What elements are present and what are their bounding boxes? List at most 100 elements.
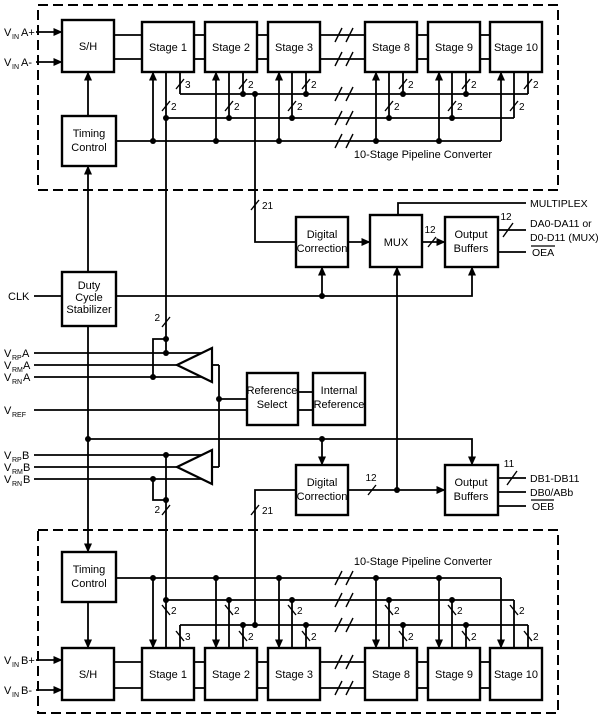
stage-b-3: Stage 3: [275, 669, 313, 681]
sample-hold-b-block: [60, 646, 116, 702]
svg-text:2: 2: [457, 606, 463, 617]
timing-control-b-line1: Timing: [73, 564, 106, 576]
digital-section-wiring: [88, 202, 526, 625]
stage-b-2: Stage 2: [212, 669, 250, 681]
mux-block: [368, 213, 424, 269]
svg-text:V: V: [4, 57, 12, 69]
data-a-label-line2: D0-D11 (MUX): [530, 232, 599, 244]
dcs-line1: Duty: [78, 280, 101, 292]
svg-text:2: 2: [248, 80, 254, 91]
output-buffers-b-line2: Buffers: [454, 491, 489, 503]
clk-label: CLK: [8, 291, 30, 303]
svg-text:V: V: [4, 474, 12, 486]
svg-text:2: 2: [248, 632, 254, 643]
svg-text:V: V: [4, 372, 12, 384]
svg-text:A-: A-: [21, 57, 32, 69]
reference-select-line1: Reference: [247, 385, 298, 397]
svg-text:IN: IN: [12, 662, 19, 669]
svg-text:11: 11: [504, 459, 515, 470]
output-buffers-a-line2: Buffers: [454, 243, 489, 255]
internal-reference-line1: Internal: [321, 385, 358, 397]
svg-text:2: 2: [311, 632, 317, 643]
svg-text:A: A: [23, 372, 31, 384]
svg-text:2: 2: [171, 102, 177, 113]
svg-text:12: 12: [365, 473, 377, 484]
svg-text:REF: REF: [12, 412, 26, 419]
pipeline-b-wiring: [36, 577, 529, 694]
bus-width-markers: 3 2 2 2 2 2 2 2 2 2 2 2 21 2 2 21 12 12 …: [154, 78, 539, 643]
data-a-label-line1: DA0-DA11 or: [530, 218, 592, 230]
timing-control-a-block: [60, 114, 118, 168]
reference-buffer-a-icon: [174, 346, 214, 384]
svg-text:V: V: [4, 27, 12, 39]
svg-text:B: B: [23, 474, 30, 486]
svg-text:2: 2: [171, 606, 177, 617]
digital-correction-a-line2: Correction: [297, 243, 348, 255]
svg-text:V: V: [4, 405, 12, 417]
stage-a-9: Stage 9: [435, 42, 473, 54]
svg-text:A+: A+: [21, 27, 35, 39]
stage-b-10: Stage 10: [494, 669, 538, 681]
reference-select-line2: Select: [257, 399, 288, 411]
pipeline-b-dashed-border: [37, 529, 559, 714]
svg-text:IN: IN: [12, 64, 19, 71]
svg-text:2: 2: [519, 606, 525, 617]
output-buffers-a-line1: Output: [454, 229, 487, 241]
timing-control-b-block: [60, 550, 118, 604]
svg-text:RM: RM: [12, 469, 23, 476]
svg-text:B: B: [23, 462, 30, 474]
db0-abb-pin-label: DB0/ABb: [530, 487, 573, 499]
svg-text:RM: RM: [12, 367, 23, 374]
svg-text:RP: RP: [12, 355, 22, 362]
svg-text:2: 2: [394, 102, 400, 113]
digital-correction-a-block: [294, 215, 350, 269]
svg-text:B: B: [22, 450, 29, 462]
dcs-line3: Stabilizer: [66, 304, 112, 316]
svg-text:2: 2: [408, 632, 414, 643]
stage-blocks-b: Stage 1 Stage 2 Stage 3 Stage 8 Stage 9 …: [140, 646, 544, 702]
dcs-line2: Cycle: [75, 292, 103, 304]
output-buffers-b-block: [443, 463, 500, 517]
svg-text:A: A: [23, 360, 31, 372]
svg-text:3: 3: [185, 80, 191, 91]
timing-control-b-line2: Control: [71, 578, 106, 590]
mux-label: MUX: [384, 237, 409, 249]
digital-correction-b-line2: Correction: [297, 491, 348, 503]
data-b-bus-label: DB1-DB11: [530, 473, 580, 485]
svg-text:V: V: [4, 450, 12, 462]
oea-pin-label: OEA: [532, 247, 554, 259]
svg-text:12: 12: [500, 212, 512, 223]
svg-text:IN: IN: [12, 692, 19, 699]
stage-blocks-a: Stage 1 Stage 2 Stage 3 Stage 8 Stage 9 …: [140, 20, 544, 74]
digital-correction-b-line1: Digital: [307, 477, 338, 489]
svg-text:RN: RN: [12, 379, 22, 386]
timing-control-a-line1: Timing: [73, 128, 106, 140]
svg-text:RP: RP: [12, 457, 22, 464]
pipeline-a-caption: 10-Stage Pipeline Converter: [354, 149, 493, 161]
duty-cycle-stabilizer-block: [60, 270, 118, 328]
stage-a-3: Stage 3: [275, 42, 313, 54]
sample-hold-a-block: [60, 18, 116, 74]
sample-hold-a-label: S/H: [79, 41, 97, 53]
svg-text:21: 21: [262, 201, 274, 212]
svg-text:2: 2: [457, 102, 463, 113]
stage-a-10: Stage 10: [494, 42, 538, 54]
svg-text:2: 2: [234, 606, 240, 617]
svg-text:3: 3: [185, 632, 191, 643]
svg-text:RN: RN: [12, 481, 22, 488]
timing-control-a-line2: Control: [71, 142, 106, 154]
svg-text:2: 2: [311, 80, 317, 91]
svg-text:2: 2: [519, 102, 525, 113]
digital-correction-a-line1: Digital: [307, 229, 338, 241]
